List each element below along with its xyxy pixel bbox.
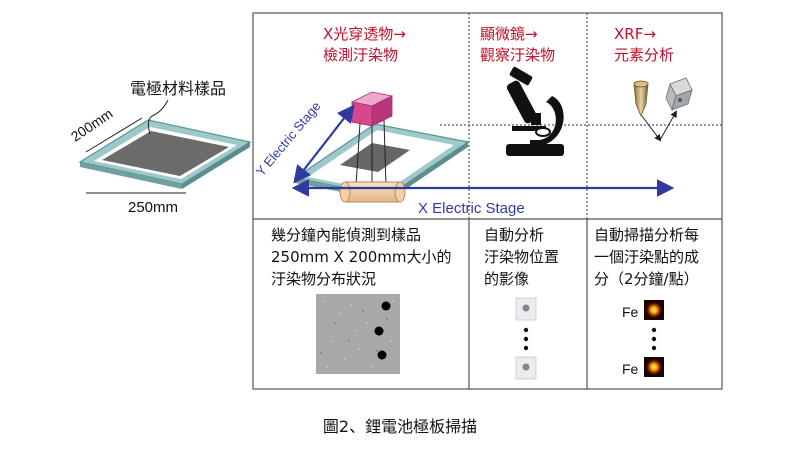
xrf-axis-2 [659, 110, 677, 141]
description-col3: 自動掃描分析每 一個汙染點的成 分（2分鐘/點） [594, 226, 699, 288]
desc-col3-line3: 分（2分鐘/點） [594, 270, 699, 288]
contaminant-dot-1 [381, 301, 391, 311]
xray-scan-noise [322, 300, 394, 368]
header-xray: X光穿透物→ 檢測汙染物 [323, 25, 406, 64]
fe-label-bottom: Fe [622, 361, 639, 377]
desc-col2-line1: 自動分析 [484, 226, 544, 244]
header-xray-line2: 檢測汙染物 [323, 46, 398, 64]
desc-col1-line2: 250mm X 200mm大小的 [271, 248, 452, 266]
fe-map-dots [651, 327, 657, 351]
xray-scan-image [316, 294, 400, 374]
xrf-axis-1 [641, 115, 662, 142]
figure-caption: 圖2、鋰電池極板掃描 [323, 417, 477, 436]
microscope-base [506, 144, 564, 156]
xray-beam-1 [355, 122, 361, 187]
xray-source-side [371, 95, 393, 127]
xrf-probe [633, 83, 649, 118]
fe-map-top-glow [646, 302, 662, 318]
sample-plate-figure [78, 99, 252, 194]
desc-col2-line2: 汙染物位置 [484, 248, 559, 266]
fe-label-top: Fe [622, 304, 639, 320]
desc-col3-line2: 一個汙染點的成 [594, 248, 699, 266]
electrode-sample [102, 131, 229, 176]
microscope-icon [506, 66, 564, 156]
thumbnail-top-spot [522, 304, 530, 312]
xrf-probe-cap [633, 80, 649, 88]
dim-250-label: 250mm [128, 199, 178, 216]
xray-scan-speckle [320, 310, 388, 354]
scan-panel-frame [252, 12, 723, 390]
fe-dot-2 [651, 336, 657, 342]
sample-plate-edge-front [80, 162, 182, 189]
header-microscope-line1: 顯微鏡→ [480, 25, 538, 43]
xray-source [350, 91, 394, 127]
fe-dot-1 [651, 327, 657, 333]
desc-col3-line1: 自動掃描分析每 [594, 226, 699, 244]
microscope-knob [535, 127, 551, 137]
dim-200-line [85, 117, 143, 153]
thumbnail-dot-1 [523, 327, 529, 333]
detector-tube-end-right [394, 181, 406, 203]
xrf-detector-port [678, 98, 682, 102]
contaminant-dot-3 [377, 350, 387, 360]
microscope-objective [531, 113, 541, 125]
microscope-tube [506, 80, 538, 124]
header-microscope-line2: 觀察汙染物 [480, 46, 555, 64]
thumbnail-dot-3 [523, 345, 529, 351]
xray-detector-tube [339, 181, 406, 203]
panel-border [252, 12, 723, 390]
microscope-eyepiece [509, 66, 533, 86]
fe-map-top: Fe [622, 300, 664, 320]
thumbnail-dot-2 [523, 336, 529, 342]
xray-source-front [351, 101, 373, 127]
fe-dot-3 [651, 345, 657, 351]
microscope-arm [530, 96, 564, 146]
sample-label: 電極材料樣品 [130, 79, 226, 98]
header-microscope: 顯微鏡→ 觀察汙染物 [480, 25, 555, 64]
description-col2: 自動分析 汙染物位置 的影像 [484, 226, 559, 288]
header-xrf-line2: 元素分析 [614, 46, 674, 64]
xrf-icon [633, 77, 693, 142]
sample-plate-edge-side [182, 142, 250, 189]
xray-beam-3 [383, 119, 387, 187]
fe-map-bottom: Fe [622, 357, 664, 377]
detector-tube-end-left [339, 181, 351, 203]
fe-map-bottom-glow [646, 359, 662, 375]
contaminant-dot-2 [374, 326, 384, 336]
microscope-stage-plate [512, 126, 546, 131]
description-col1: 幾分鐘內能偵測到樣品 250mm X 200mm大小的 汙染物分布狀況 [271, 226, 452, 288]
xray-beams [355, 119, 387, 187]
x-stage-label: X Electric Stage [418, 200, 525, 217]
sample-label-pointer [147, 99, 169, 135]
desc-col1-line1: 幾分鐘內能偵測到樣品 [271, 226, 421, 244]
header-xrf-line1: XRF→ [614, 25, 656, 43]
header-xrf: XRF→ 元素分析 [614, 25, 674, 64]
y-stage-arrow [293, 104, 355, 184]
detector-tube-body [344, 181, 401, 203]
desc-col1-line3: 汙染物分布狀況 [271, 270, 376, 288]
header-xray-line1: X光穿透物→ [323, 25, 406, 43]
thumbnail-bottom-spot [522, 363, 530, 371]
microscope-thumbnails [515, 297, 537, 380]
desc-col2-line3: 的影像 [484, 270, 529, 288]
